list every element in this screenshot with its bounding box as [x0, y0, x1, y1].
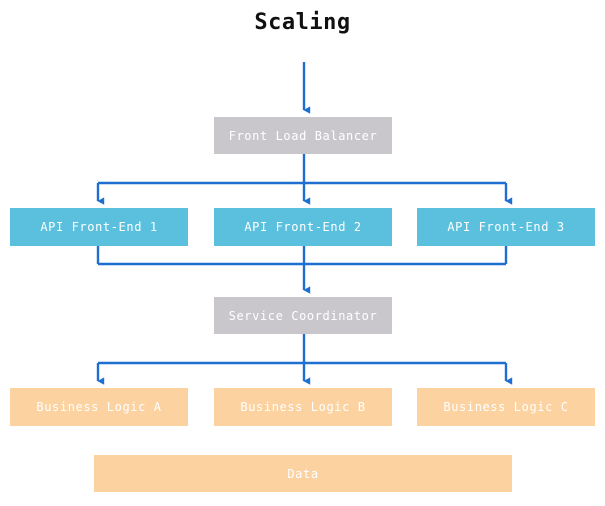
node-label: Service Coordinator: [228, 308, 378, 323]
node-business-logic-a[interactable]: Business Logic A: [10, 388, 188, 426]
node-label: Business Logic B: [240, 400, 366, 414]
node-api-front-end-3[interactable]: API Front-End 3: [417, 208, 595, 246]
node-business-logic-b[interactable]: Business Logic B: [214, 388, 392, 426]
node-label: API Front-End 3: [447, 220, 565, 234]
node-front-load-balancer[interactable]: Front Load Balancer: [214, 117, 392, 154]
node-label: API Front-End 2: [244, 220, 362, 234]
node-business-logic-c[interactable]: Business Logic C: [417, 388, 595, 426]
node-label: Front Load Balancer: [228, 128, 378, 143]
node-service-coordinator[interactable]: Service Coordinator: [214, 297, 392, 334]
node-label: API Front-End 1: [40, 220, 158, 234]
node-api-front-end-2[interactable]: API Front-End 2: [214, 208, 392, 246]
node-label: Business Logic C: [443, 400, 569, 414]
node-api-front-end-1[interactable]: API Front-End 1: [10, 208, 188, 246]
node-label: Business Logic A: [36, 400, 162, 414]
node-data[interactable]: Data: [94, 455, 512, 492]
page-title: Scaling: [254, 10, 351, 35]
node-label: Data: [287, 466, 319, 481]
